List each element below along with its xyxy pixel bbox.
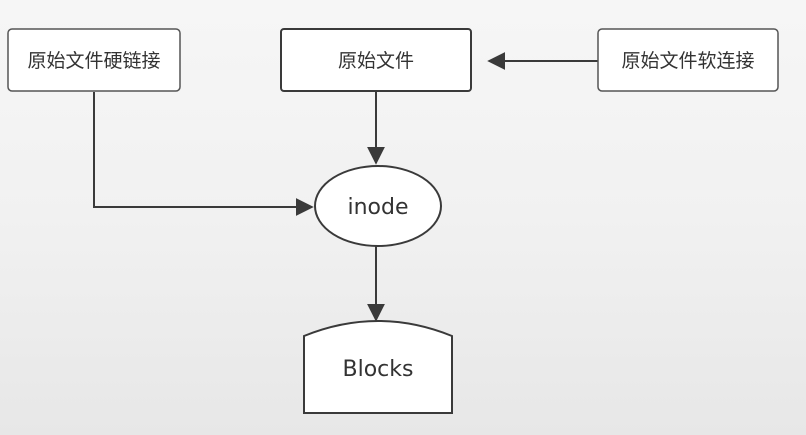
node-softlink: 原始文件软连接 <box>597 28 779 92</box>
edges <box>93 52 598 322</box>
node-hardlink-label: 原始文件硬链接 <box>27 50 160 72</box>
node-blocks-label: Blocks <box>343 357 414 382</box>
node-blocks-shape <box>303 320 453 414</box>
node-inode-label: inode <box>347 195 408 220</box>
node-softlink-label: 原始文件软连接 <box>621 50 754 72</box>
node-hardlink: 原始文件硬链接 <box>7 28 181 92</box>
node-softlink-box <box>597 28 779 92</box>
node-inode-ellipse <box>314 165 442 247</box>
edge-hardlink-to-inode <box>93 92 314 216</box>
node-original-box <box>280 28 472 92</box>
node-original: 原始文件 <box>280 28 472 92</box>
node-inode: inode <box>314 165 442 247</box>
node-original-label: 原始文件 <box>338 50 414 72</box>
node-hardlink-box <box>7 28 181 92</box>
node-blocks: Blocks <box>303 320 453 414</box>
